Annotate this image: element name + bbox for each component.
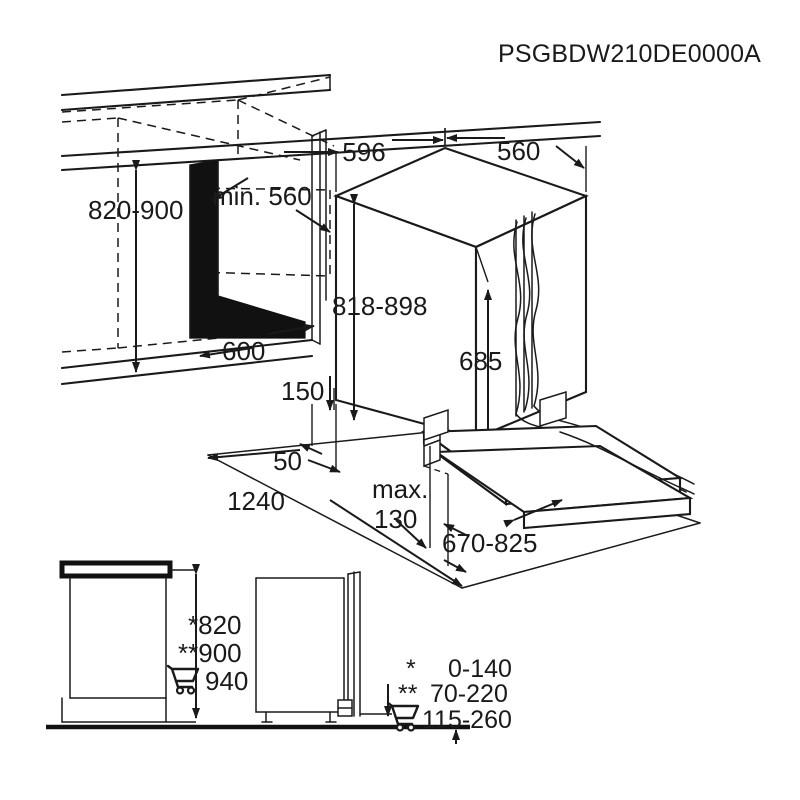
- legend-value-2: 115-260: [422, 706, 512, 734]
- legend-marker-1: **: [398, 680, 418, 708]
- dim-service-offset: 150: [281, 376, 335, 455]
- appliance-side-face: [474, 194, 588, 440]
- dim-niche-width: 600: [199, 323, 315, 366]
- elevation-worktop: [59, 560, 173, 579]
- dim-label-appliance-height: 818-898: [332, 291, 427, 321]
- dim-niche-depth: min. 560: [211, 177, 331, 233]
- shopping-cart-icon: [166, 664, 200, 695]
- dim-plinth-height: max. 130: [372, 446, 449, 549]
- open-door-group: [207, 408, 701, 589]
- dim-label-service-offset: 150: [281, 376, 324, 406]
- side-elevation-group: [255, 571, 361, 723]
- front-elevation-group: [59, 560, 196, 723]
- legend-value-0: 0-140: [448, 655, 512, 683]
- dim-appliance-width: 596: [284, 128, 446, 192]
- elevation-label-cart: 940: [205, 666, 248, 696]
- elevation-label-star1: *820: [188, 610, 242, 640]
- legend-group: * 0-140 ** 70-220 115-260: [386, 655, 512, 734]
- dim-label-plinth-height-max: max.: [372, 474, 428, 504]
- dim-door-open-clearance: 1240: [207, 449, 463, 587]
- drawing-title: PSGBDW210DE0000A: [498, 40, 761, 68]
- shopping-cart-icon-legend: [386, 701, 420, 732]
- dim-label-niche-depth: min. 560: [212, 181, 312, 211]
- dim-appliance-depth: 560: [444, 128, 587, 192]
- dim-plinth-offset: 50: [273, 404, 341, 476]
- dim-niche-height: 820-900: [88, 160, 183, 373]
- dim-label-door-open-clearance: 1240: [227, 486, 285, 516]
- dim-label-plinth-height-value: 130: [374, 504, 417, 534]
- dim-label-appliance-width: 596: [342, 137, 385, 167]
- dim-label-niche-width: 600: [222, 336, 265, 366]
- dim-appliance-height: 818-898: [332, 194, 427, 421]
- door-swing-double-arrow: [503, 499, 563, 528]
- dim-label-appliance-depth: 560: [497, 136, 540, 166]
- dim-label-niche-height: 820-900: [88, 195, 183, 225]
- dim-label-door-panel-width: 670-825: [442, 528, 537, 558]
- dim-door-panel-height: 685: [459, 246, 502, 468]
- base-gap-arrows: [360, 684, 460, 744]
- elevation-label-star2: **900: [178, 638, 242, 668]
- legend-value-1: 70-220: [430, 680, 508, 708]
- legend-marker-0: *: [406, 655, 416, 683]
- dim-door-panel-width: 670-825: [442, 474, 563, 573]
- dim-elevation-heights: *820 **900 940: [166, 564, 248, 719]
- dim-label-door-panel-height: 685: [459, 346, 502, 376]
